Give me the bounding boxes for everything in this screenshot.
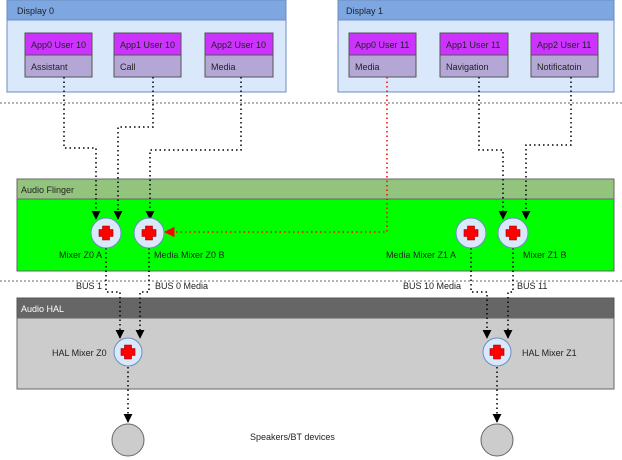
media-mixer-z1-a: [455, 217, 487, 249]
mixer-label: Mixer Z1 B: [523, 250, 567, 260]
plus-icon: [489, 344, 505, 360]
mixer-z0-a: [90, 217, 122, 249]
app-role-label: Media: [355, 62, 380, 72]
connector-navigation-to-mixer-z1b: [478, 77, 508, 220]
mixer-label: Media Mixer Z0 B: [154, 250, 225, 260]
audio-hal-panel: Audio HAL: [16, 297, 615, 390]
bus-label: BUS 0 Media: [155, 281, 208, 291]
connector-notification-to-mixer-z1b: [521, 77, 572, 220]
app-user-label: App0 User 11: [355, 40, 409, 50]
app-user-label: App2 User 11: [537, 40, 591, 50]
output-device-z0: [111, 423, 145, 457]
connector-media-to-mixer-z0b: [145, 77, 242, 220]
display-1-panel: Display 1 App0 User 11 Media App1 User 1…: [337, 0, 615, 93]
output-label: Speakers/BT devices: [250, 432, 335, 442]
app-user-label: App1 User 10: [120, 40, 175, 50]
mixer-z1-b: [497, 217, 529, 249]
display-1-title: Display 1: [346, 6, 383, 16]
connector-bus-11: [503, 248, 514, 339]
hal-mixer-label: HAL Mixer Z1: [522, 348, 577, 358]
bus-label: BUS 11: [517, 281, 547, 291]
connector-bus-1: [105, 248, 125, 339]
app-user-label: App0 User 10: [31, 40, 86, 50]
mixer-label: Mixer Z0 A: [59, 250, 102, 260]
media-mixer-z0-b: [133, 217, 165, 249]
plus-icon: [98, 225, 114, 241]
hal-mixer-z0: [113, 337, 143, 367]
app-role-label: Assistant: [31, 62, 68, 72]
plus-icon: [463, 225, 479, 241]
connector-call-to-mixer-z0a: [113, 77, 154, 220]
bus-label: BUS 1: [76, 281, 102, 291]
plus-icon: [120, 344, 136, 360]
plus-icon: [141, 225, 157, 241]
connector-display1-media-to-mixer-z0b: [163, 77, 388, 238]
app-user-label: App2 User 10: [211, 40, 266, 50]
display-0-app-2: App2 User 10 Media: [204, 32, 274, 78]
app-role-label: Media: [211, 62, 236, 72]
display-1-app-2: App2 User 11 Notificatoin: [530, 32, 599, 78]
display-0-title: Display 0: [17, 6, 54, 16]
display-1-app-1: App1 User 11 Navigation: [439, 32, 509, 78]
bus-label: BUS 10 Media: [403, 281, 461, 291]
mixer-label: Media Mixer Z1 A: [386, 250, 456, 260]
connector-assistant-to-mixer-z0a: [63, 77, 101, 220]
plus-icon: [505, 225, 521, 241]
display-0-app-1: App1 User 10 Call: [113, 32, 182, 78]
display-1-app-0: App0 User 11 Media: [348, 32, 417, 78]
app-role-label: Call: [120, 62, 136, 72]
display-0-panel: Display 0 App0 User 10 Assistant App1 Us…: [6, 0, 287, 93]
hal-mixer-label: HAL Mixer Z0: [52, 348, 107, 358]
output-device-z1: [480, 423, 514, 457]
app-role-label: Navigation: [446, 62, 489, 72]
app-user-label: App1 User 11: [446, 40, 500, 50]
display-0-app-0: App0 User 10 Assistant: [24, 32, 93, 78]
hal-mixer-z1: [482, 337, 512, 367]
app-role-label: Notificatoin: [537, 62, 582, 72]
audio-hal-title: Audio HAL: [21, 304, 64, 314]
audio-flinger-title: Audio Flinger: [21, 185, 74, 195]
